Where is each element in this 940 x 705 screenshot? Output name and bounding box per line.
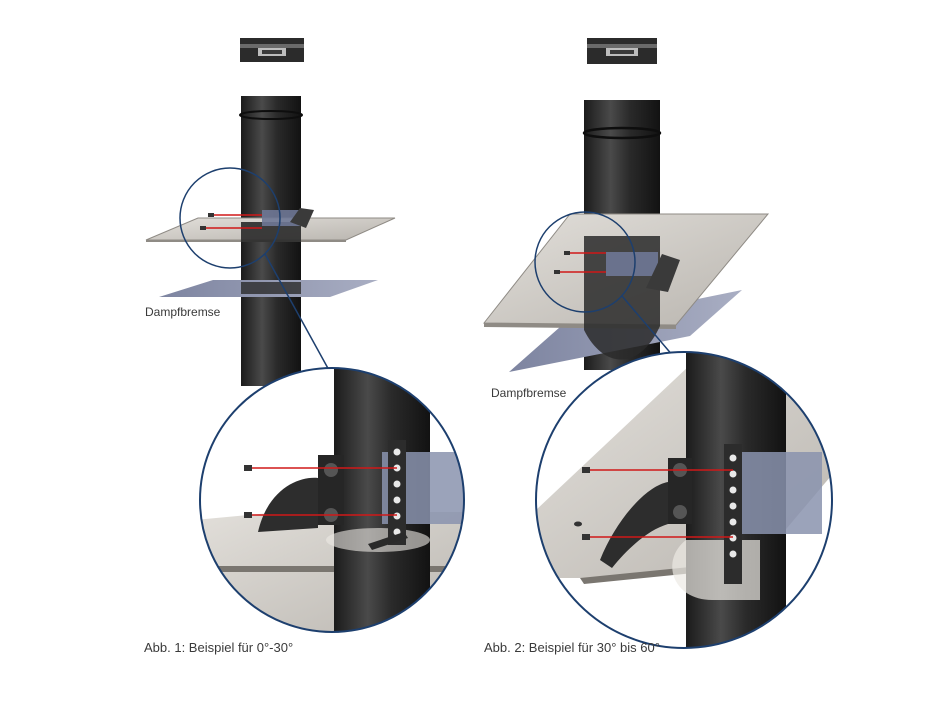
screw-lines-1 [200, 213, 262, 230]
pipe-clamp-2 [587, 38, 657, 64]
screw-lines-2 [554, 251, 606, 274]
caption-fig2: Abb. 2: Beispiel für 30° bis 60° [484, 640, 660, 655]
pipe-clamp-1 [240, 38, 304, 62]
caption-fig1: Abb. 1: Beispiel für 0°-30° [144, 640, 294, 655]
figure-2 [482, 38, 833, 649]
detail-marker-1 [179, 167, 281, 269]
vapor-barrier-label-1: Dampfbremse [145, 305, 221, 319]
detail-view-2 [536, 352, 832, 648]
figure-1 [145, 38, 465, 633]
detail-view-1 [200, 368, 464, 632]
detail-marker-2 [534, 211, 636, 313]
vapor-barrier-label-2: Dampfbremse [491, 386, 567, 400]
